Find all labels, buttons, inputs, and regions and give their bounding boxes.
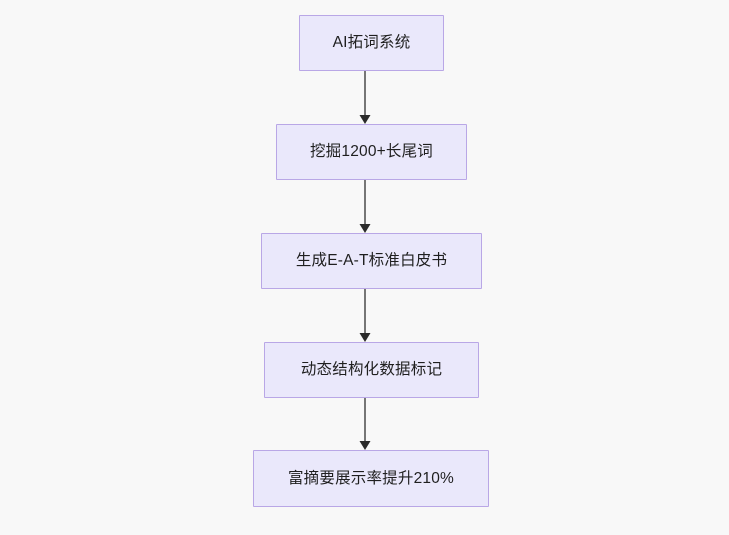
arrowhead-icon [359,441,371,450]
flow-node-n1[interactable]: AI拓词系统 [299,15,444,71]
edge-connector-icon [359,71,371,124]
flow-node-label: 挖掘1200+长尾词 [309,143,434,161]
flow-edge [357,398,373,450]
flow-node-n2[interactable]: 挖掘1200+长尾词 [276,124,467,180]
flow-node-label: 生成E-A-T标准白皮书 [295,252,448,270]
flow-edge [357,71,373,124]
flow-node-label: 富摘要展示率提升210% [287,469,455,487]
arrowhead-icon [359,115,371,124]
flow-node-label: 动态结构化数据标记 [300,361,443,379]
flow-node-n3[interactable]: 生成E-A-T标准白皮书 [261,233,482,289]
flow-node-label: AI拓词系统 [332,34,411,52]
arrowhead-icon [359,333,371,342]
flow-node-n5[interactable]: 富摘要展示率提升210% [253,450,489,507]
flow-edge [357,180,373,233]
edge-connector-icon [359,289,371,342]
edge-connector-icon [359,180,371,233]
arrowhead-icon [359,224,371,233]
flow-edge [357,289,373,342]
flow-node-n4[interactable]: 动态结构化数据标记 [264,342,479,398]
edge-connector-icon [359,398,371,450]
